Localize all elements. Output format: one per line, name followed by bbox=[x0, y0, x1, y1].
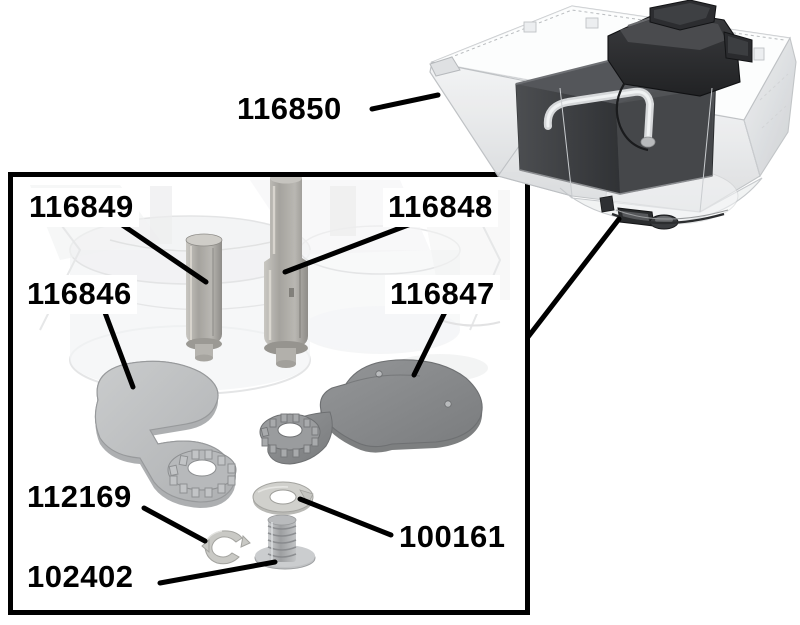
leader-116848 bbox=[282, 219, 419, 275]
callout-label-116846[interactable]: 116846 bbox=[22, 275, 137, 314]
flap-paddle-right-artwork bbox=[259, 359, 483, 465]
leader-116849 bbox=[115, 219, 209, 285]
callout-label-102402[interactable]: 102402 bbox=[22, 558, 139, 597]
paddle-right-gear-hub bbox=[259, 413, 321, 458]
callout-label-116849[interactable]: 116849 bbox=[24, 188, 139, 227]
water-tank-assembly-artwork bbox=[429, 0, 797, 230]
leader-100161 bbox=[297, 496, 394, 538]
leader-116850 bbox=[369, 92, 441, 112]
leader-116847 bbox=[411, 307, 449, 378]
detail-callout-box-border bbox=[8, 172, 530, 615]
callout-label-112169[interactable]: 112169 bbox=[22, 478, 137, 517]
leader-112169 bbox=[141, 505, 208, 544]
valve-stem-left-artwork bbox=[185, 233, 223, 362]
callout-label-100161[interactable]: 100161 bbox=[394, 518, 511, 557]
washer-artwork bbox=[252, 481, 314, 515]
leader-detailbox-to-assembly bbox=[525, 216, 622, 340]
flap-paddle-left-artwork bbox=[94, 360, 237, 508]
callout-label-116850[interactable]: 116850 bbox=[232, 90, 347, 129]
leader-116846 bbox=[101, 307, 136, 390]
leader-102402 bbox=[157, 559, 278, 586]
screw-artwork bbox=[254, 514, 316, 570]
retaining-clip-artwork bbox=[201, 530, 251, 565]
callout-label-116847[interactable]: 116847 bbox=[385, 275, 500, 314]
leader-lines bbox=[101, 92, 622, 586]
paddle-left-gear-hub bbox=[167, 449, 237, 498]
callout-label-116848[interactable]: 116848 bbox=[383, 188, 498, 227]
